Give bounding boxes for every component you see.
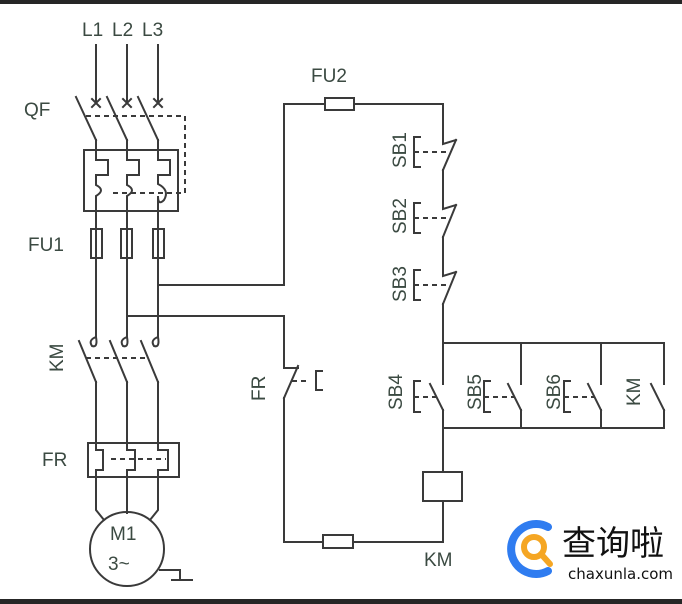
fuse-return xyxy=(322,534,354,549)
motor-label: M1 xyxy=(110,524,136,545)
label-KM-aux: KM xyxy=(624,378,645,407)
coil-KM xyxy=(422,471,463,502)
label-SB5: SB5 xyxy=(465,374,486,410)
label-KM-main: KM xyxy=(47,344,68,373)
label-SB6: SB6 xyxy=(544,374,565,410)
pushbutton-SB2 xyxy=(413,202,458,273)
label-L1: L1 xyxy=(82,20,103,41)
overload-FR xyxy=(87,442,180,478)
fuse-FU2 xyxy=(324,97,355,111)
label-SB4: SB4 xyxy=(386,374,407,410)
contact-KM-aux xyxy=(649,382,666,429)
label-SB1: SB1 xyxy=(390,132,411,168)
top-border xyxy=(0,0,682,4)
label-L2: L2 xyxy=(112,20,133,41)
ground-lead xyxy=(159,569,181,581)
contactor-KM-main xyxy=(77,329,160,444)
motor-phase-label: 3~ xyxy=(108,554,130,575)
watermark-brand-en: chaxunla.com xyxy=(568,565,673,583)
fuses-FU1 xyxy=(90,210,165,331)
pushbutton-SB3 xyxy=(413,269,458,385)
pushbutton-SB1 xyxy=(413,136,458,206)
contact-FR-nc xyxy=(282,364,323,400)
label-FU1: FU1 xyxy=(28,235,64,256)
pushbutton-SB5 xyxy=(483,380,523,429)
watermark-logo-icon xyxy=(507,520,553,578)
power-circuit: L1 L2 L3 QF xyxy=(24,20,285,587)
pushbutton-SB4 xyxy=(413,380,445,429)
watermark-brand-cn: 查询啦 xyxy=(562,524,664,564)
pushbutton-SB6 xyxy=(563,380,603,429)
control-taps xyxy=(126,284,285,317)
label-FU2: FU2 xyxy=(311,66,347,87)
motor-M1: M1 3~ xyxy=(89,511,193,587)
label-FR-control: FR xyxy=(249,376,270,401)
bottom-border xyxy=(0,599,682,604)
control-circuit: FU2 SB1 SB2 SB3 xyxy=(249,66,666,571)
label-SB3: SB3 xyxy=(390,266,411,302)
incoming-lines xyxy=(95,44,159,104)
motor-feeds xyxy=(95,476,159,522)
label-FR-main: FR xyxy=(42,450,67,471)
label-KM-coil: KM xyxy=(424,550,453,571)
breaker-QF xyxy=(74,95,186,212)
label-SB2: SB2 xyxy=(390,198,411,234)
label-QF: QF xyxy=(24,100,50,121)
label-L3: L3 xyxy=(142,20,163,41)
